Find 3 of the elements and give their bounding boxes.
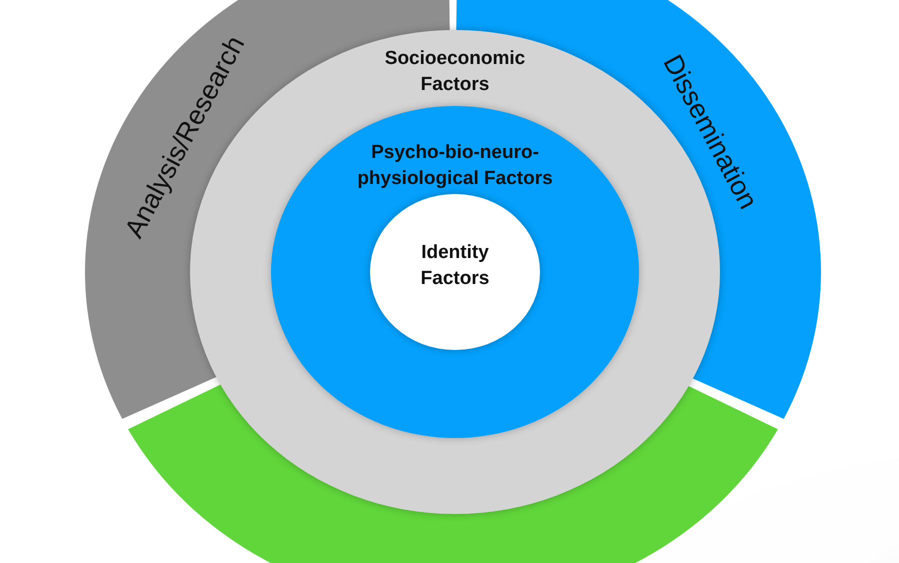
layer-label: Socioeconomic Factors: [384, 47, 526, 97]
layer-label: Psycho-bio-neuro-physiological Factors: [356, 141, 554, 191]
layer-label: Identity Factors: [420, 241, 490, 291]
